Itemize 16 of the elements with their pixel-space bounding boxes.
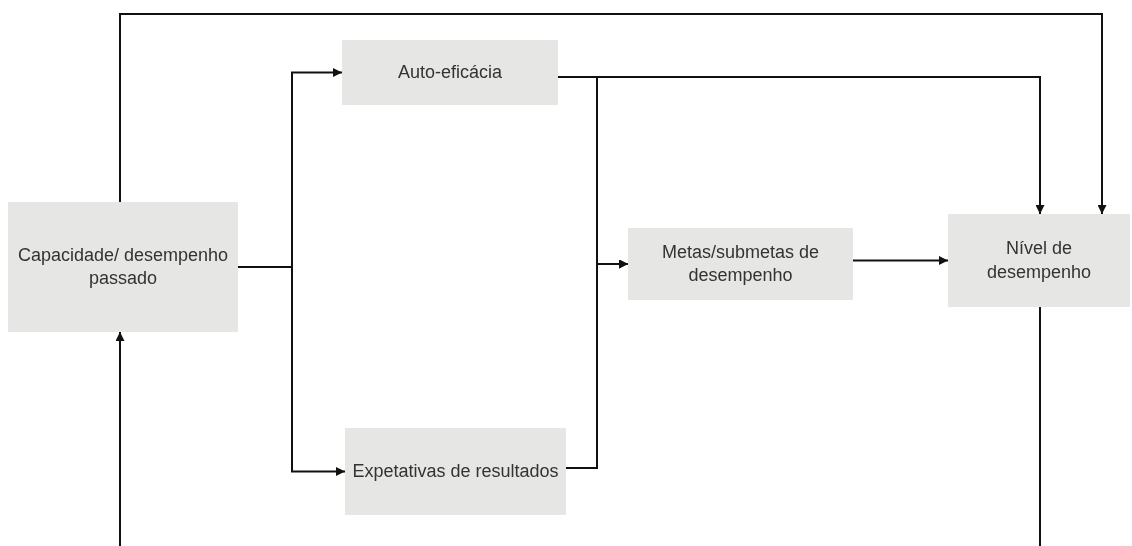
arrow — [565, 259, 629, 469]
box-label: Capacidade/ desempenho passado — [16, 243, 230, 290]
box-label: Expetativas de resultados — [352, 459, 559, 483]
box-label: Nível de desempenho — [985, 237, 1093, 284]
process-box — [628, 228, 853, 300]
connector-line — [1039, 306, 1041, 546]
arrow — [115, 331, 125, 546]
arrow — [119, 13, 1107, 215]
arrow — [852, 256, 949, 265]
process-box — [948, 214, 1130, 307]
process-box — [342, 40, 558, 105]
box-label: Metas/submetas de desempenho — [660, 240, 821, 287]
box-label: Auto-eficácia — [397, 60, 503, 84]
arrow — [237, 266, 346, 476]
process-box — [345, 428, 566, 515]
process-box — [8, 202, 238, 332]
